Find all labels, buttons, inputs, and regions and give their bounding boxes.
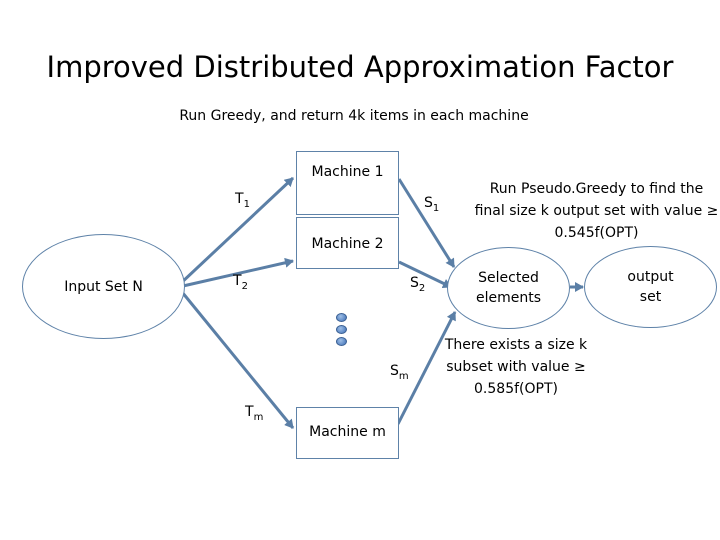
- arrow-input-to-machine-2: [182, 257, 294, 288]
- ellipsis-dot-2: [336, 325, 347, 334]
- edge-label-s1: S1: [424, 195, 440, 214]
- pseudo-greedy-note: Run Pseudo.Greedy to find the final size…: [474, 181, 719, 241]
- output-set-label: output set: [627, 269, 674, 305]
- machine-1-box: Machine 1: [296, 151, 399, 215]
- edge-label-t2: T2: [233, 273, 248, 292]
- arrow-machine-m-to-selected: [396, 311, 457, 425]
- machine-m-label: Machine m: [309, 424, 386, 440]
- edge-label-s2: S2: [410, 275, 426, 294]
- input-set-node: Input Set N: [22, 234, 185, 339]
- arrow-machine-1-to-selected: [397, 178, 456, 268]
- arrow-input-to-machine-1: [178, 176, 295, 286]
- machine-2-box: Machine 2: [296, 217, 399, 269]
- exists-subset-note: There exists a size k subset with value …: [444, 337, 588, 397]
- machine-2-label: Machine 2: [311, 236, 384, 252]
- edge-label-t1: T1: [235, 191, 250, 210]
- machine-1-label: Machine 1: [311, 164, 384, 180]
- arrow-input-to-machine-m: [180, 291, 295, 429]
- edge-label-sm: Sm: [390, 363, 409, 382]
- ellipsis-dot-3: [336, 337, 347, 346]
- input-set-label: Input Set N: [64, 278, 143, 295]
- selected-elements-node: Selected elements: [447, 247, 570, 329]
- slide-subtitle: Run Greedy, and return 4k items in each …: [179, 108, 529, 124]
- output-set-node: output set: [584, 246, 717, 328]
- slide-title: Improved Distributed Approximation Facto…: [46, 50, 674, 84]
- ellipsis-dot-1: [336, 313, 347, 322]
- selected-elements-label: Selected elements: [475, 270, 542, 306]
- arrow-machine-2-to-selected: [398, 260, 452, 289]
- machine-m-box: Machine m: [296, 407, 399, 459]
- edge-label-tm: Tm: [245, 404, 264, 423]
